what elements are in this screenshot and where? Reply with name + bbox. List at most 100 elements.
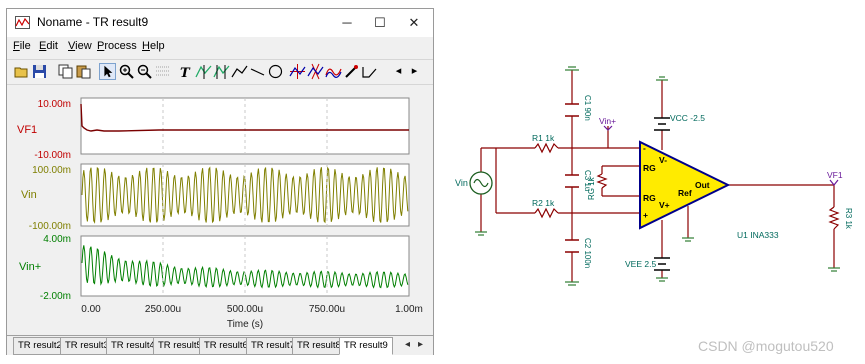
step-icon[interactable] [361, 63, 378, 80]
close-button[interactable]: ✕ [408, 15, 420, 30]
vinplus-ymax-label: 4.00m [43, 234, 71, 245]
pin-minus: - [643, 143, 646, 153]
sine-wave-icon [473, 178, 489, 188]
vf1-trace [80, 103, 409, 132]
vinplus-series-label: Vin+ [19, 261, 41, 273]
vf1-plot-frame [80, 97, 410, 155]
probe-icon[interactable] [343, 63, 360, 80]
cursor-a-icon[interactable] [195, 63, 212, 80]
copy-icon[interactable] [57, 63, 74, 80]
menu-bar: File Edit View Process Help [7, 37, 433, 57]
pin-out: Out [695, 180, 710, 190]
tr-result-window: Noname - TR result9 ─ ☐ ✕ File Edit View… [6, 8, 434, 355]
draw-icon[interactable] [231, 63, 248, 80]
r1-resistor-icon [534, 142, 559, 154]
x-tick-0: 0.00 [81, 304, 101, 315]
opamp-pin-labels: V- RG RG V+ Out Ref - + [643, 143, 710, 220]
tab-tr-result4[interactable]: TR result4 [106, 337, 160, 355]
title-bar: Noname - TR result9 ─ ☐ ✕ [7, 9, 433, 37]
vin-series-label: Vin [21, 189, 37, 201]
tab-tr-result9[interactable]: TR result9 [339, 337, 393, 355]
ina333-opamp-icon [639, 140, 731, 230]
vf1-ymax-label: 10.00m [38, 99, 71, 110]
result-tabs: TR result2 TR result3 TR result4 TR resu… [7, 335, 433, 355]
pin-rg-top: RG [643, 163, 656, 173]
x-tick-4: 1.00m [395, 304, 423, 315]
x-tick-2: 500.00u [227, 304, 263, 315]
grid-icon[interactable] [154, 63, 171, 80]
c2-label: C2 100n [583, 238, 592, 268]
x-tick-3: 750.00u [309, 304, 345, 315]
tab-tr-result8[interactable]: TR result8 [292, 337, 346, 355]
marker-2-icon[interactable] [307, 63, 324, 80]
tab-tr-result2[interactable]: TR result2 [13, 337, 67, 355]
pin-plus: + [643, 210, 648, 220]
window-title: Noname - TR result9 [37, 15, 149, 29]
vee-battery-icon [654, 257, 670, 271]
cursor-b-icon[interactable] [213, 63, 230, 80]
watermark: CSDN @mogutou520 [698, 338, 834, 354]
vf1-probe-label: VF1 [827, 170, 843, 180]
x-axis-label: Time (s) [227, 319, 263, 330]
vinplus-probe-icon [603, 125, 613, 131]
menu-process[interactable]: Process [97, 40, 137, 52]
vcc-label: VCC -2.5 [670, 113, 705, 123]
pin-ref: Ref [678, 188, 692, 198]
toolbar-scroll-left[interactable]: ◂ [395, 65, 402, 77]
wave-icon[interactable] [325, 63, 342, 80]
text-icon[interactable]: T [177, 63, 194, 80]
vin-ymin-label: -100.00m [29, 221, 71, 232]
tab-scroll-right[interactable]: ▸ [418, 339, 424, 350]
vinplus-ymin-label: -2.00m [40, 291, 71, 302]
circuit-schematic: Vin R1 1k R2 1k C1 90n C3 1u C2 100n RG … [455, 66, 853, 286]
menu-edit[interactable]: Edit [39, 40, 58, 52]
vin-grid [162, 164, 328, 226]
c1-label: C1 90n [583, 95, 592, 121]
menu-help[interactable]: Help [142, 40, 165, 52]
open-file-icon[interactable] [13, 63, 30, 80]
tab-tr-result6[interactable]: TR result6 [199, 337, 253, 355]
vin-ymax-label: 100.00m [32, 165, 71, 176]
vf1-probe-icon [829, 179, 839, 186]
c3-label: C3 1u [583, 170, 592, 191]
tab-scroll-left[interactable]: ◂ [405, 339, 411, 350]
vin-label: Vin [455, 178, 468, 188]
minimize-button[interactable]: ─ [342, 15, 352, 30]
r2-label: R2 1k [532, 198, 555, 208]
toolbar-scroll-right[interactable]: ▸ [411, 65, 418, 77]
tab-tr-result7[interactable]: TR result7 [246, 337, 300, 355]
zoom-out-icon[interactable] [136, 63, 153, 80]
pin-rg-bot: RG [643, 193, 656, 203]
marker-icon[interactable] [289, 63, 306, 80]
vcc-battery-icon [654, 117, 670, 131]
x-tick-1: 250.00u [145, 304, 181, 315]
toolbar: T ◂ ▸ [7, 59, 433, 85]
wires [480, 70, 835, 282]
r1-label: R1 1k [532, 133, 555, 143]
r2-resistor-icon [534, 207, 559, 219]
plot-area: 10.00m -10.00m VF1 100.00m -100.00m Vin … [9, 86, 431, 332]
line-icon[interactable] [249, 63, 266, 80]
vinplus-probe-label: Vin+ [599, 116, 616, 126]
rg-resistor-icon [596, 173, 608, 189]
capacitor-icons [565, 103, 579, 253]
vf1-series-label: VF1 [17, 124, 37, 136]
pointer-icon[interactable] [99, 63, 116, 80]
r3-label: R3 1k [844, 208, 853, 230]
save-icon[interactable] [31, 63, 48, 80]
circle-icon[interactable] [267, 63, 284, 80]
u1-label: U1 INA333 [737, 230, 779, 240]
maximize-button[interactable]: ☐ [374, 15, 386, 30]
pin-vminus: V- [659, 155, 667, 165]
ground-symbols [475, 66, 840, 286]
svg-text:T: T [180, 66, 191, 80]
app-icon [15, 16, 30, 29]
rg-label: RG 1k [587, 176, 596, 200]
menu-file[interactable]: File [13, 40, 31, 52]
paste-icon[interactable] [75, 63, 92, 80]
vee-label: VEE 2.5 [625, 259, 656, 269]
menu-view[interactable]: View [68, 40, 92, 52]
waveform-charts: 10.00m -10.00m VF1 100.00m -100.00m Vin … [17, 97, 423, 330]
zoom-in-icon[interactable] [118, 63, 135, 80]
pin-vplus: V+ [659, 200, 670, 210]
